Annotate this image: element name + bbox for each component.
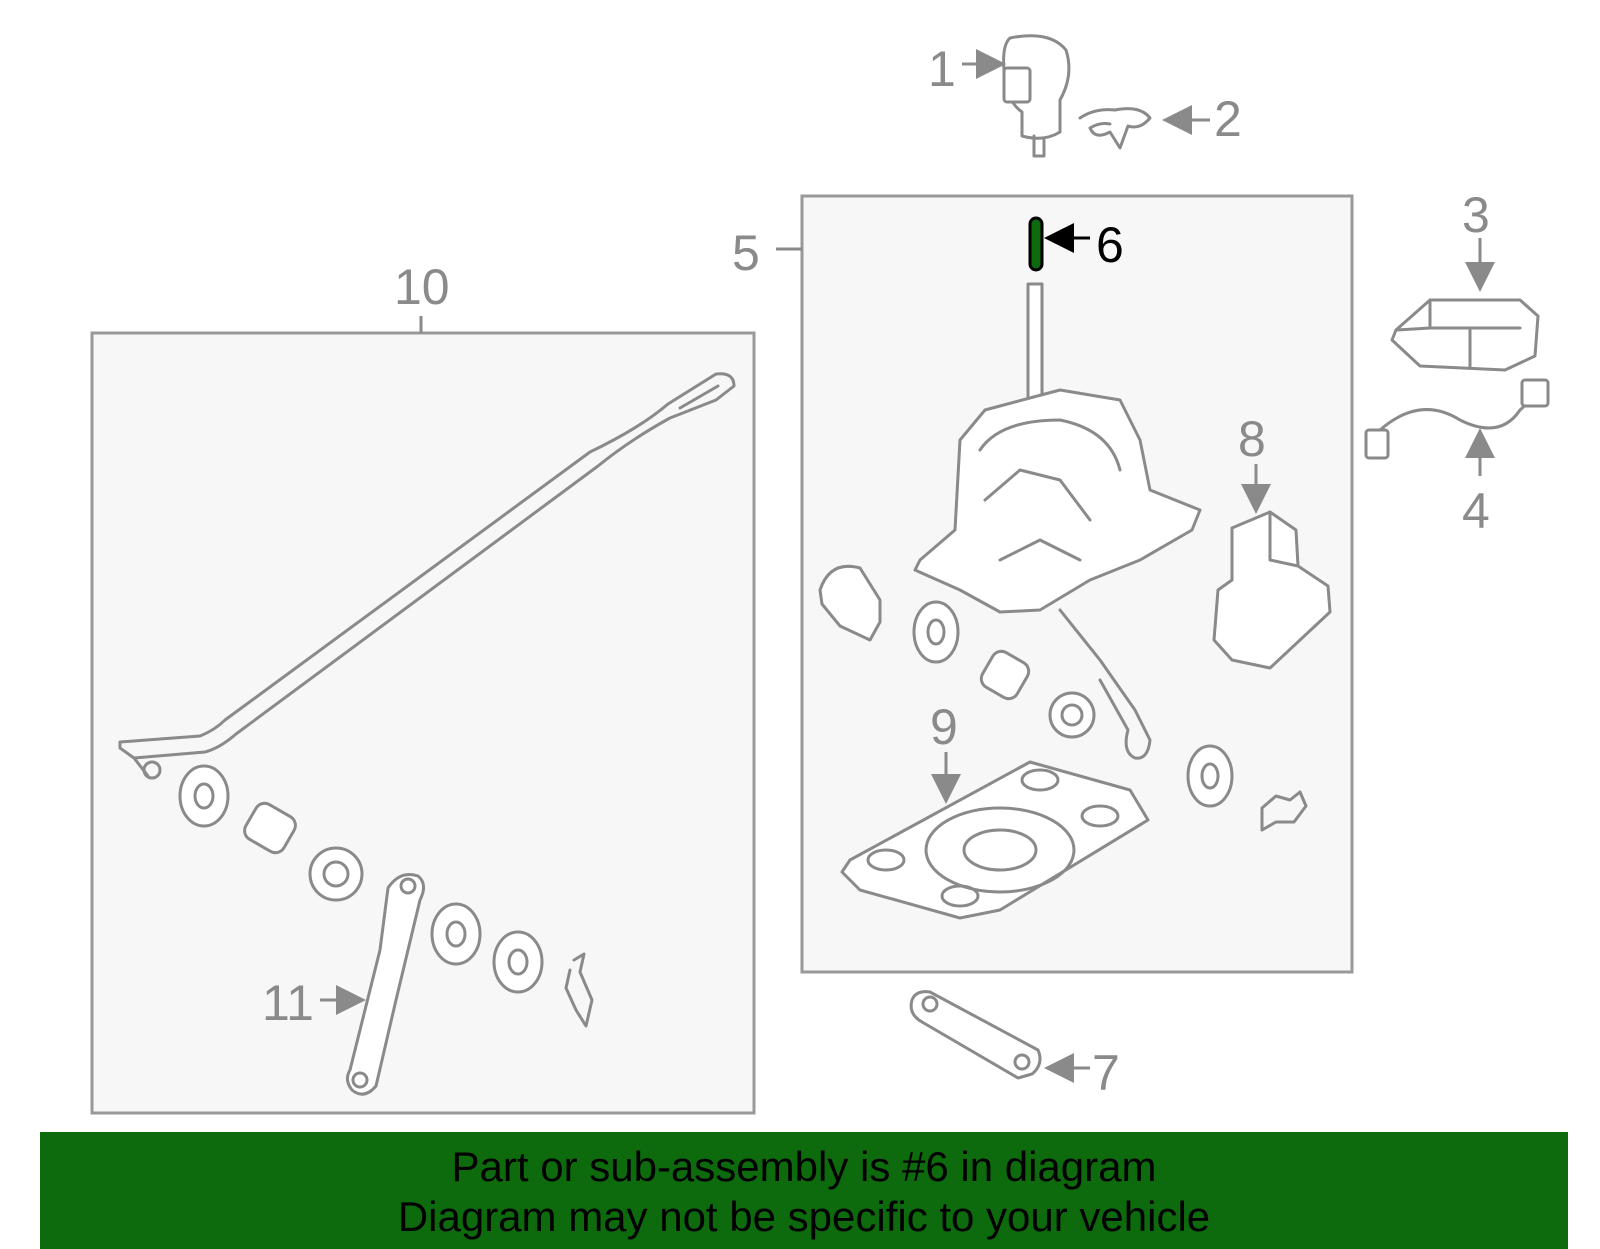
- washer-hole-4: [445, 920, 467, 948]
- washer-hole-3: [193, 782, 215, 810]
- bracket-part: [818, 564, 882, 642]
- banner-line-1: Part or sub-assembly is #6 in diagram: [451, 1143, 1157, 1190]
- washer-part-3: [178, 764, 230, 828]
- part-8-switch: [1212, 510, 1332, 670]
- clip-part: [1260, 790, 1308, 832]
- part-11-lever: [345, 873, 425, 1096]
- bushing-part-2: [243, 801, 297, 855]
- callout-1: 1: [928, 41, 956, 97]
- washer-part-4: [430, 902, 482, 966]
- callout-3: 3: [1462, 187, 1490, 243]
- washer-part-2: [1186, 744, 1234, 808]
- nut-part: [1048, 691, 1096, 739]
- washer-hole: [926, 618, 946, 646]
- part-3-control-module: [1390, 298, 1540, 372]
- part-1-shift-knob: [1002, 34, 1071, 158]
- callout-10: 10: [394, 259, 450, 315]
- part-5-shifter-assembly: [913, 282, 1202, 760]
- callout-4: 4: [1462, 483, 1490, 539]
- banner-line-2: Diagram may not be specific to your vehi…: [397, 1193, 1211, 1240]
- clip-part-2: [564, 952, 594, 1028]
- bushing-part: [979, 649, 1031, 701]
- washer-hole-5: [507, 948, 529, 976]
- washer-part-5: [492, 930, 544, 994]
- nut-hole-2: [322, 860, 350, 888]
- part-6-pin-highlighted[interactable]: [1028, 216, 1044, 272]
- callout-8: 8: [1238, 411, 1266, 467]
- callout-5: 5: [732, 225, 760, 281]
- callout-11: 11: [262, 975, 314, 1031]
- info-banner: Part or sub-assembly is #6 in diagram Di…: [40, 1132, 1568, 1249]
- part-4-wire-harness: [1364, 378, 1550, 460]
- callout-6: 6: [1096, 217, 1124, 273]
- part-7-link-plate: [909, 990, 1042, 1080]
- washer-part: [912, 600, 960, 664]
- part-2-clip: [1078, 107, 1152, 150]
- callout-2: 2: [1214, 91, 1242, 147]
- part-9-boot-plate: [840, 760, 1150, 920]
- part-10-shift-rod: [118, 372, 736, 780]
- callout-9: 9: [930, 699, 958, 755]
- nut-hole: [1060, 703, 1084, 727]
- assembly-box-10: [90, 331, 756, 1115]
- nut-part-2: [308, 846, 364, 902]
- callout-7: 7: [1092, 1045, 1120, 1101]
- washer-hole-2: [1200, 762, 1220, 790]
